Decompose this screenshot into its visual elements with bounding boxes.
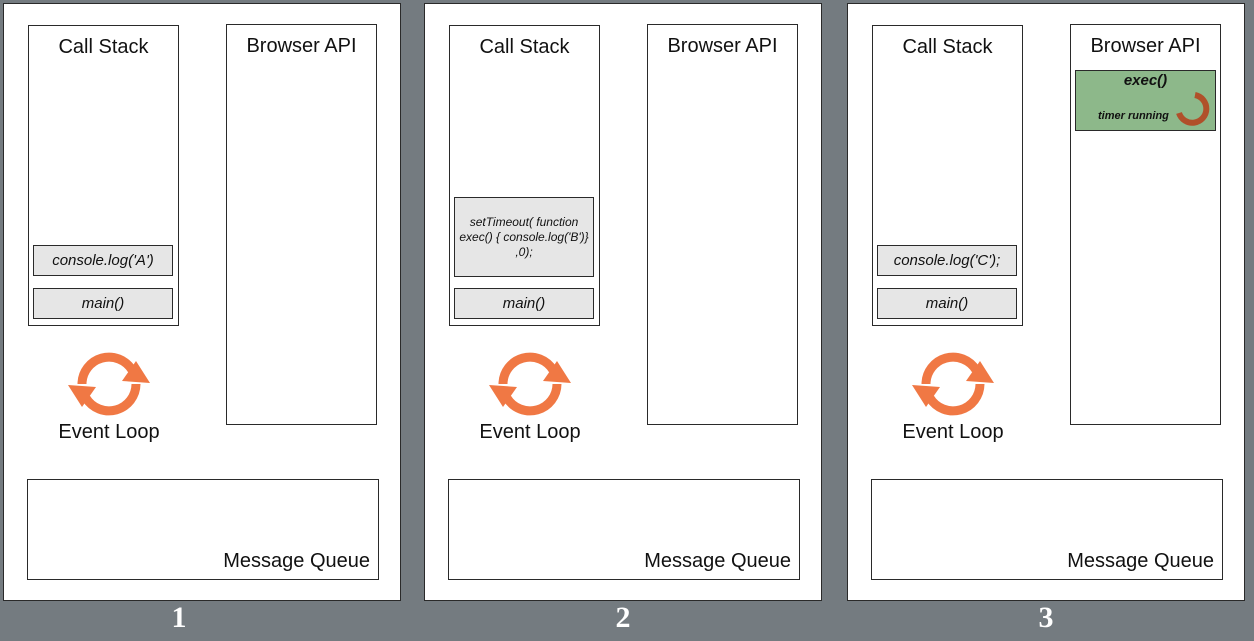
browser-api-title: Browser API	[1090, 35, 1201, 57]
stack-frame-console-log: console.log('C');	[877, 245, 1017, 276]
message-queue-title: Message Queue	[644, 550, 791, 572]
panel-number-2: 2	[615, 601, 631, 634]
event-loop-label: Event Loop	[902, 421, 1004, 443]
call-stack: Call Stack console.log('A') main()	[28, 25, 179, 326]
stack-frame-main: main()	[33, 288, 173, 319]
spinner-icon	[1176, 92, 1210, 126]
event-loop-label: Event Loop	[479, 421, 581, 443]
panel-1: Call Stack console.log('A') main() Brows…	[3, 3, 401, 601]
message-queue-title: Message Queue	[223, 550, 370, 572]
browser-api: Browser API exec() timer running	[1070, 24, 1221, 425]
call-stack-title: Call Stack	[58, 36, 149, 58]
browser-api: Browser API	[226, 24, 377, 425]
browser-api-title: Browser API	[246, 35, 357, 57]
call-stack: Call Stack setTimeout( function exec() {…	[449, 25, 600, 326]
call-stack-title: Call Stack	[902, 36, 993, 58]
call-stack-title: Call Stack	[479, 36, 570, 58]
timer-name: exec()	[1123, 72, 1168, 89]
event-loop: Event Loop	[54, 349, 164, 444]
message-queue: Message Queue	[448, 479, 800, 580]
stack-frame-main: main()	[877, 288, 1017, 319]
panel-number-1: 1	[171, 601, 187, 634]
stack-frame-main: main()	[454, 288, 594, 319]
event-loop-icon	[489, 352, 571, 416]
message-queue: Message Queue	[27, 479, 379, 580]
timer-exec: exec() timer running	[1075, 70, 1216, 131]
timer-status: timer running	[1098, 110, 1169, 122]
stack-frame-console-log: console.log('A')	[33, 245, 173, 276]
event-loop: Event Loop	[898, 349, 1008, 444]
event-loop-icon	[912, 352, 994, 416]
event-loop: Event Loop	[475, 349, 585, 444]
panel-3: Call Stack console.log('C'); main() Brow…	[847, 3, 1245, 601]
panel-2: Call Stack setTimeout( function exec() {…	[424, 3, 822, 601]
message-queue-title: Message Queue	[1067, 550, 1214, 572]
event-loop-icon	[68, 352, 150, 416]
browser-api-title: Browser API	[667, 35, 778, 57]
call-stack: Call Stack console.log('C'); main()	[872, 25, 1023, 326]
stack-frame-set-timeout: setTimeout( function exec() { console.lo…	[454, 197, 594, 277]
panel-number-3: 3	[1038, 601, 1054, 634]
event-loop-label: Event Loop	[58, 421, 160, 443]
message-queue: Message Queue	[871, 479, 1223, 580]
browser-api: Browser API	[647, 24, 798, 425]
